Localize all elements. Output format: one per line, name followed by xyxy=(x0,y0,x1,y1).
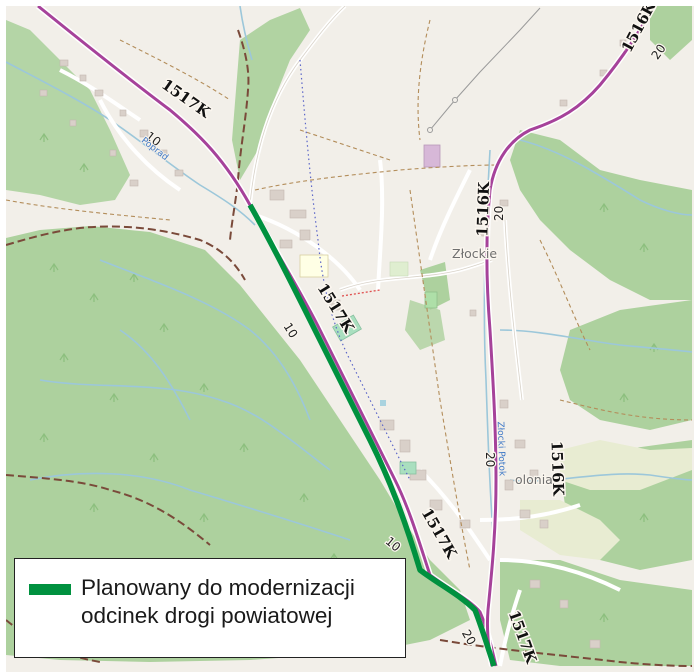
meadow-rect xyxy=(389,261,409,277)
dotted-boundary xyxy=(299,59,411,481)
minor-road-casings xyxy=(249,5,523,401)
legend-swatch-green-line xyxy=(29,584,71,595)
power-line xyxy=(427,7,541,133)
forest-southeast xyxy=(500,560,692,666)
sports-pitch-2 xyxy=(399,461,417,475)
forest-northwest xyxy=(6,20,130,205)
forest-east-upper xyxy=(510,130,692,300)
stream-east-3 xyxy=(509,473,693,482)
purple-facility xyxy=(423,144,441,168)
stream-label-zlocki: Złocki Potok xyxy=(495,421,507,477)
stream-forest-1 xyxy=(99,259,311,421)
school-area xyxy=(299,254,329,278)
green-field-zlockie xyxy=(424,291,438,309)
sports-pitch-1 xyxy=(332,314,362,342)
map-legend: Planowany do modernizacji odcinek drogi … xyxy=(14,558,406,658)
stream-east-1 xyxy=(519,139,693,216)
tracks xyxy=(5,19,693,571)
forest-strip-north xyxy=(232,8,310,180)
planned-modernization-segment[interactable] xyxy=(247,203,497,667)
stream-forest-4 xyxy=(119,329,191,421)
label-1516k-low: 1516K xyxy=(547,441,567,497)
legend-line-1: Planowany do modernizacji xyxy=(81,575,355,600)
special-areas xyxy=(299,144,441,475)
forest-large-southwest xyxy=(6,226,470,662)
stream-east-2 xyxy=(499,329,693,353)
place-zlockie: Złockie xyxy=(452,246,497,261)
number-20-low: 20 xyxy=(483,452,497,467)
stream-north xyxy=(239,5,253,61)
legend-line-2: odcinek drogi powiatowej xyxy=(81,603,333,628)
road-1516k-line xyxy=(485,5,656,667)
label-1516k-mid: 1516K xyxy=(473,181,493,237)
meadow-east xyxy=(560,440,692,490)
pool xyxy=(380,400,386,406)
number-20-mid: 20 xyxy=(492,206,506,221)
stream-forest-3 xyxy=(29,472,351,541)
stream-forest-2 xyxy=(39,379,331,471)
stream-main-west xyxy=(5,61,256,226)
forest-northeast-corner xyxy=(650,6,692,60)
forest-east-middle xyxy=(560,300,692,430)
place-kolonia: olonia xyxy=(515,472,553,487)
red-path xyxy=(341,289,381,297)
streams xyxy=(5,5,693,561)
forest-right-patch xyxy=(405,300,445,350)
legend-text: Planowany do modernizacji odcinek drogi … xyxy=(81,574,401,630)
